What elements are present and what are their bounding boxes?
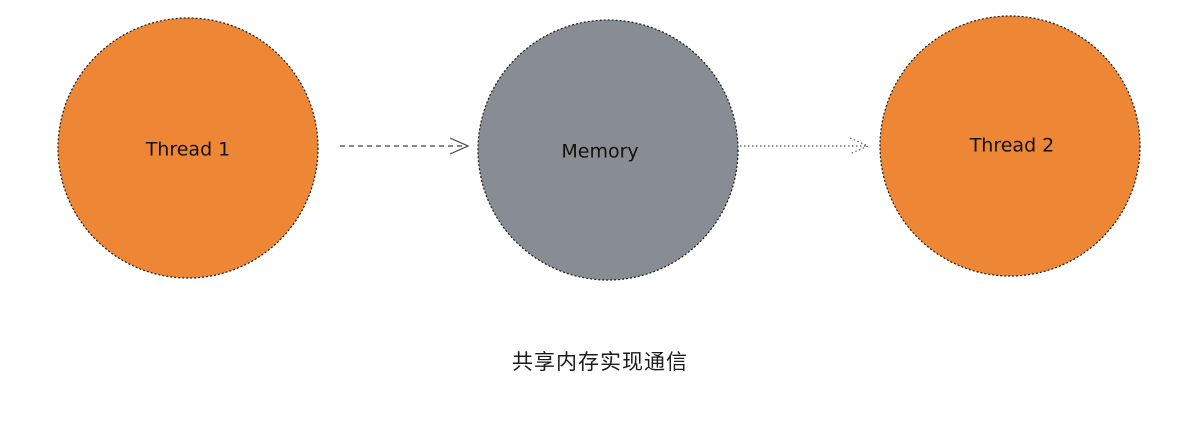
edge-thread1-memory-arrowhead <box>449 137 470 155</box>
edge-thread1-to-memory <box>340 137 470 155</box>
memory-label: Memory <box>561 141 638 163</box>
thread-1-circle <box>57 17 319 279</box>
node-thread-1: Thread 1 <box>57 17 319 279</box>
edge-memory-thread2-arrowhead <box>849 137 870 155</box>
thread-2-label: Thread 2 <box>969 135 1055 157</box>
thread-1-label: Thread 1 <box>145 139 231 161</box>
diagram-caption: 共享内存实现通信 <box>512 350 688 374</box>
node-thread-2: Thread 2 <box>879 15 1141 277</box>
node-memory: Memory <box>477 19 739 281</box>
thread-2-circle <box>879 15 1141 277</box>
edge-memory-to-thread2 <box>740 137 870 155</box>
memory-circle <box>477 19 739 281</box>
